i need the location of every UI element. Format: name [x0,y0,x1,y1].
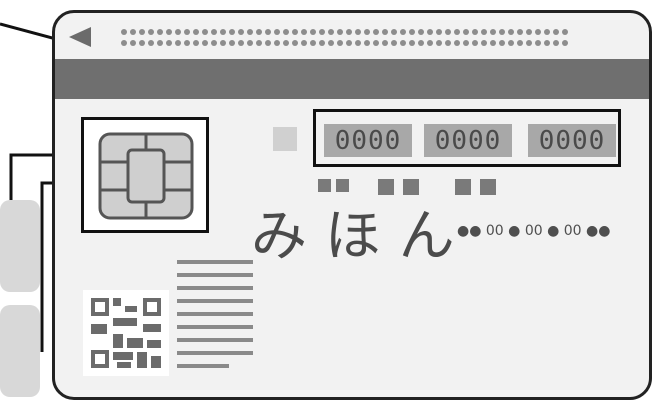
magnetic-stripe [55,59,649,99]
line-1 [177,260,253,264]
chip-frame [81,117,209,233]
left-arrow-icon [69,27,91,47]
deco-square-3 [378,179,394,195]
line-3 [177,286,253,290]
deco-square-4 [403,179,419,195]
qr-code-icon [83,290,169,376]
card-number-group-1: 0000 [324,124,412,157]
line-7 [177,338,253,342]
line-9 [177,364,229,368]
card-number-group-2: 0000 [424,124,512,157]
line-4 [177,299,253,303]
side-tab-top [0,200,40,292]
side-tab-bottom [0,305,40,397]
line-5 [177,312,253,316]
line-6 [177,325,253,329]
deco-square-2 [336,179,349,192]
dotted-code: ●● 00 ● 00 ● 00 ●● [457,223,611,239]
dot-row-1 [121,29,568,35]
card-number-frame: 0000 0000 0000 [313,109,621,167]
deco-square-5 [455,179,471,195]
deco-square-6 [480,179,496,195]
name-text: み ほ ん [251,204,455,269]
card-number-group-3: 0000 [528,124,616,157]
ic-chip-icon [98,132,194,220]
deco-square-1 [318,179,331,192]
line-2 [177,273,253,277]
line-8 [177,351,253,355]
dot-row-2 [121,40,568,46]
my-number-card: 0000 0000 0000 み ほ ん ●● 00 ● 00 ● 00 ●● [52,10,652,400]
small-square [273,127,297,151]
